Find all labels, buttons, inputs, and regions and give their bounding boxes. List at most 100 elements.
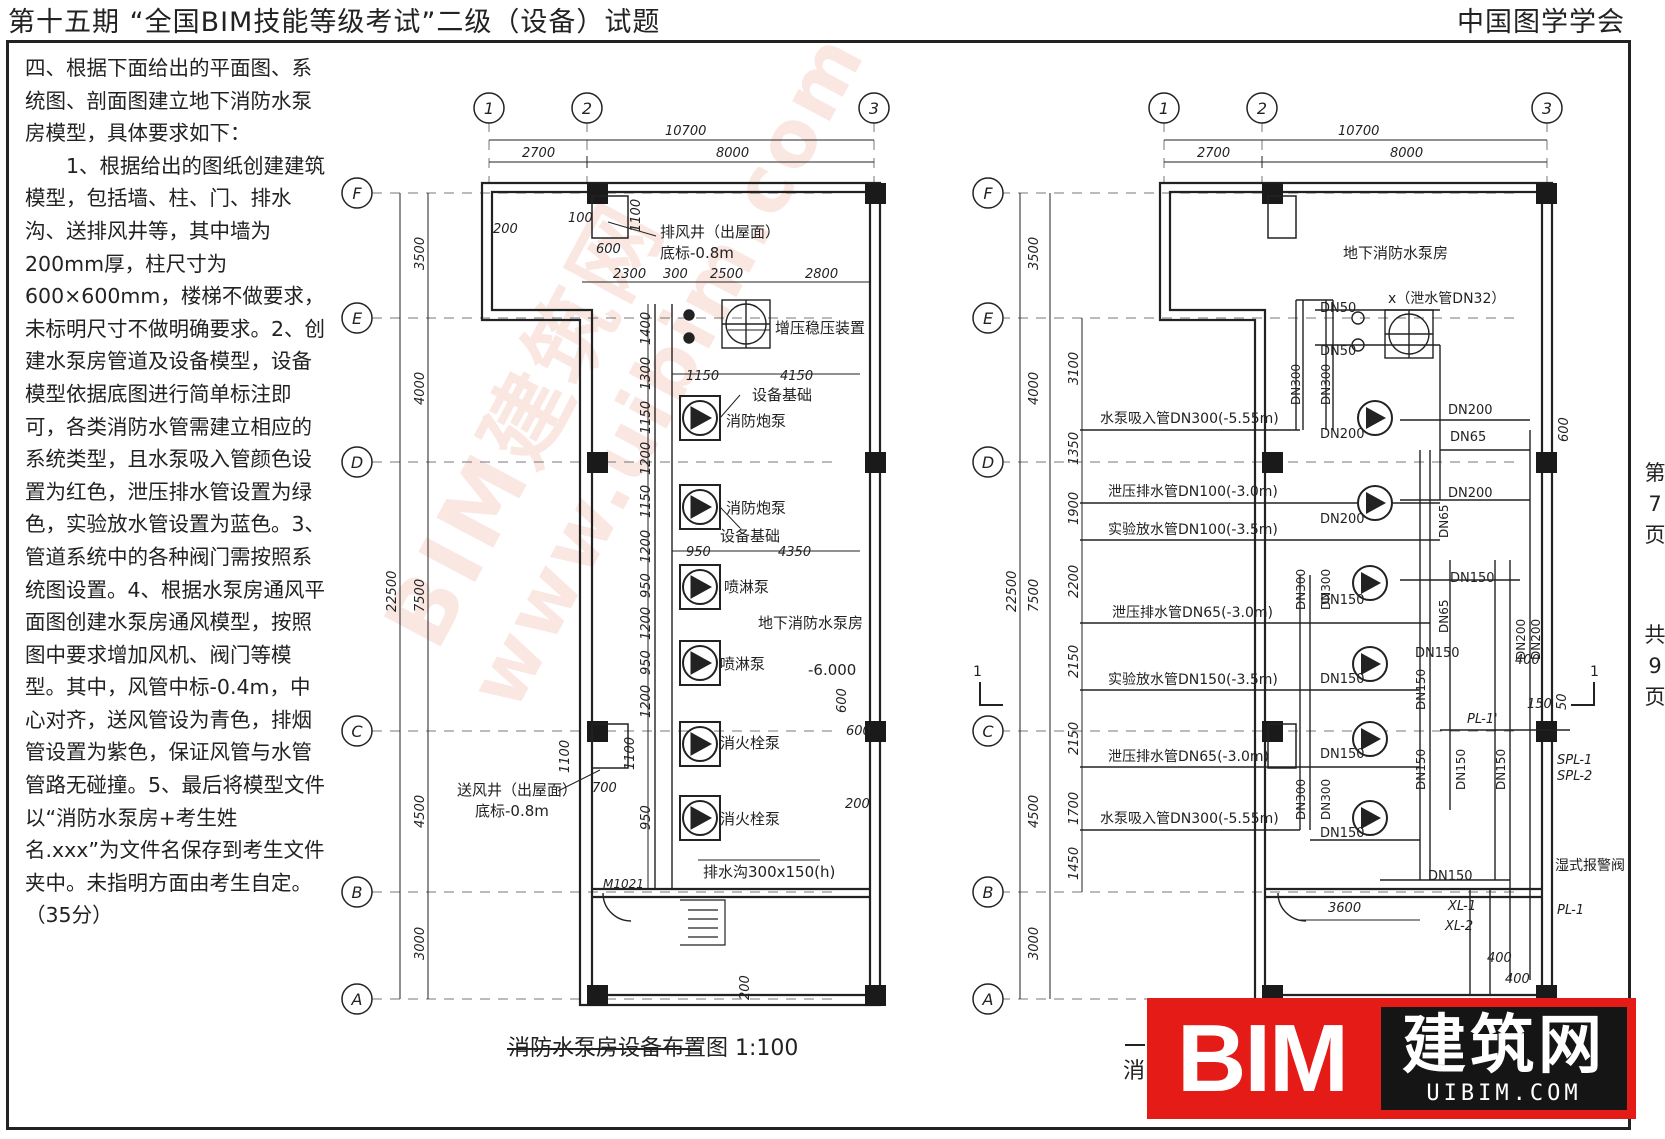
grid-label: 3 [1542,99,1552,118]
left-grid-labels: 1 2 3 F E D C B A [351,99,880,1009]
dim: 1100 [623,737,638,770]
exam-title: 第十五期 “全国BIM技能等级考试”二级（设备）试题 [8,7,661,38]
logo-cn-text: 建筑网 [1402,1009,1606,1083]
right-dim-text-vertical: 3500 4000 7500 4500 3000 22500 3100 1350… [1005,237,1572,960]
pipe-size: DN150 [1320,747,1365,762]
page-char: 第 [1644,461,1665,485]
pipe-tag: SPL-1 [1557,753,1592,768]
pump-label: 喷淋泵 [720,655,765,673]
dim: 2700 [522,146,555,161]
pipe-size: DN150 [1320,826,1365,841]
dim: 150 [1527,697,1552,712]
pipe-size: DN150 [1320,593,1365,608]
grid-label: F [983,184,993,203]
grid-label: 1 [1159,99,1169,118]
grid-label: 2 [582,99,592,118]
dim: 1150 [639,401,654,434]
dim: 600 [846,724,871,739]
left-shafts [591,195,629,769]
suction-pipe-label: 水泵吸入管DN300(-5.55m) [1100,411,1279,427]
dim: 1100 [629,199,644,232]
pipe-size: DN200 [1529,619,1543,660]
exhaust-shaft-elevation: 底标-0.8m [660,244,734,262]
dim: 3100 [1067,352,1082,385]
dim: 1300 [639,357,654,390]
logo-bim-text: BIM [1177,1004,1349,1112]
dim: 3500 [1027,237,1042,270]
left-grid-bubbles [341,92,890,1015]
exhaust-shaft-label: 排风井（出屋面） [660,223,780,241]
room-label: 地下消防水泵房 [1343,244,1448,262]
right-shafts [1267,195,1297,769]
dim: 950 [686,545,711,560]
dim: 2700 [1197,146,1230,161]
left-plan [372,122,886,1050]
right-labels-vertical: DN300 DN300 DN300 DN300 DN300 DN300 DN65… [1289,364,1543,820]
right-dim-text: 10700 2700 8000 3600 400 150 400 400 [1197,124,1552,987]
pipe-size: DN150 [1414,749,1428,790]
section-marks [979,682,1595,706]
dim: 200 [493,222,518,237]
dim: 1900 [1067,492,1082,525]
pipe-size: DN200 [1320,512,1365,527]
dim: 300 [663,267,688,282]
pipe-size: DN200 [1320,427,1365,442]
pipe-tag: SPL-2 [1557,769,1592,784]
right-labels: 地下消防水泵房 x（泄水管DN32） DN50 DN50 水泵吸入管DN300(… [973,244,1625,1084]
dim: 8000 [1390,146,1423,161]
dim: 3600 [1328,901,1361,916]
dim: 4150 [780,369,813,384]
dim: 1150 [686,369,719,384]
drawing-frame [6,40,1631,1130]
left-stair [680,899,726,946]
page-char: 7 [1648,492,1662,516]
dim: 4350 [778,545,811,560]
test-pipe-label: 实验放水管DN100(-3.5m) [1108,522,1278,538]
pipe-size: DN150 [1415,646,1460,661]
pipe-size: DN300 [1319,364,1333,405]
dim: 200 [845,797,870,812]
right-dimensions [1019,139,1547,1046]
bim-logo: BIM 建筑网 UIBIM.COM [1147,998,1636,1119]
grid-label: E [352,309,363,328]
dim: 1200 [639,530,654,563]
relief-pipe-label: 泄压排水管DN65(-3.0m) [1112,605,1273,621]
task-requirements: 1、根据给出的图纸创建建筑模型，包括墙、柱、门、排水沟、送排风井等，其中墙为20… [25,153,326,928]
dim: 700 [592,781,617,796]
pipe-size: DN150 [1450,571,1495,586]
section-mark: 1 [973,664,982,680]
dim: 1200 [639,442,654,475]
dim: 400 [1505,972,1530,987]
left-pumps [682,400,718,836]
page-number: 第 7 页 [1643,458,1665,551]
dim: 1200 [639,685,654,718]
grid-label: 3 [869,99,879,118]
task-description: 四、根据下面给出的平面图、系统图、剖面图建立地下消防水泵房模型，具体要求如下： … [25,52,330,932]
dim: 1400 [639,312,654,345]
pipe-size: DN65 [1437,600,1451,634]
grid-label: B [983,883,994,902]
relief-pipe-label: 泄压排水管DN65(-3.0m) [1108,749,1269,765]
page-char: 页 [1644,685,1665,709]
pipe-size: DN50 [1320,344,1356,359]
right-pumps [1352,400,1393,836]
pipe-size: DN300 [1294,569,1308,610]
pipe-tag: PL-1' [1467,712,1498,727]
dim: 2800 [805,267,838,282]
dim: 950 [639,573,654,598]
dim: 3500 [413,237,428,270]
organization: 中国图学学会 [1457,7,1625,38]
dim: 600 [596,242,621,257]
suction-pipe-label: 水泵吸入管DN300(-5.55m) [1100,811,1279,827]
dim: 7500 [413,579,428,612]
base-label: 设备基础 [720,527,780,545]
grid-label: F [352,184,362,203]
pipe-size: DN300 [1289,364,1303,405]
dim: 2150 [1067,722,1082,755]
page-char: 页 [1644,523,1665,547]
dim: 7500 [1027,579,1042,612]
relief-pipe-label: x（泄水管DN32） [1388,291,1505,307]
logo-url-text: UIBIM.COM [1426,1081,1582,1106]
dim: 1100 [558,740,573,773]
